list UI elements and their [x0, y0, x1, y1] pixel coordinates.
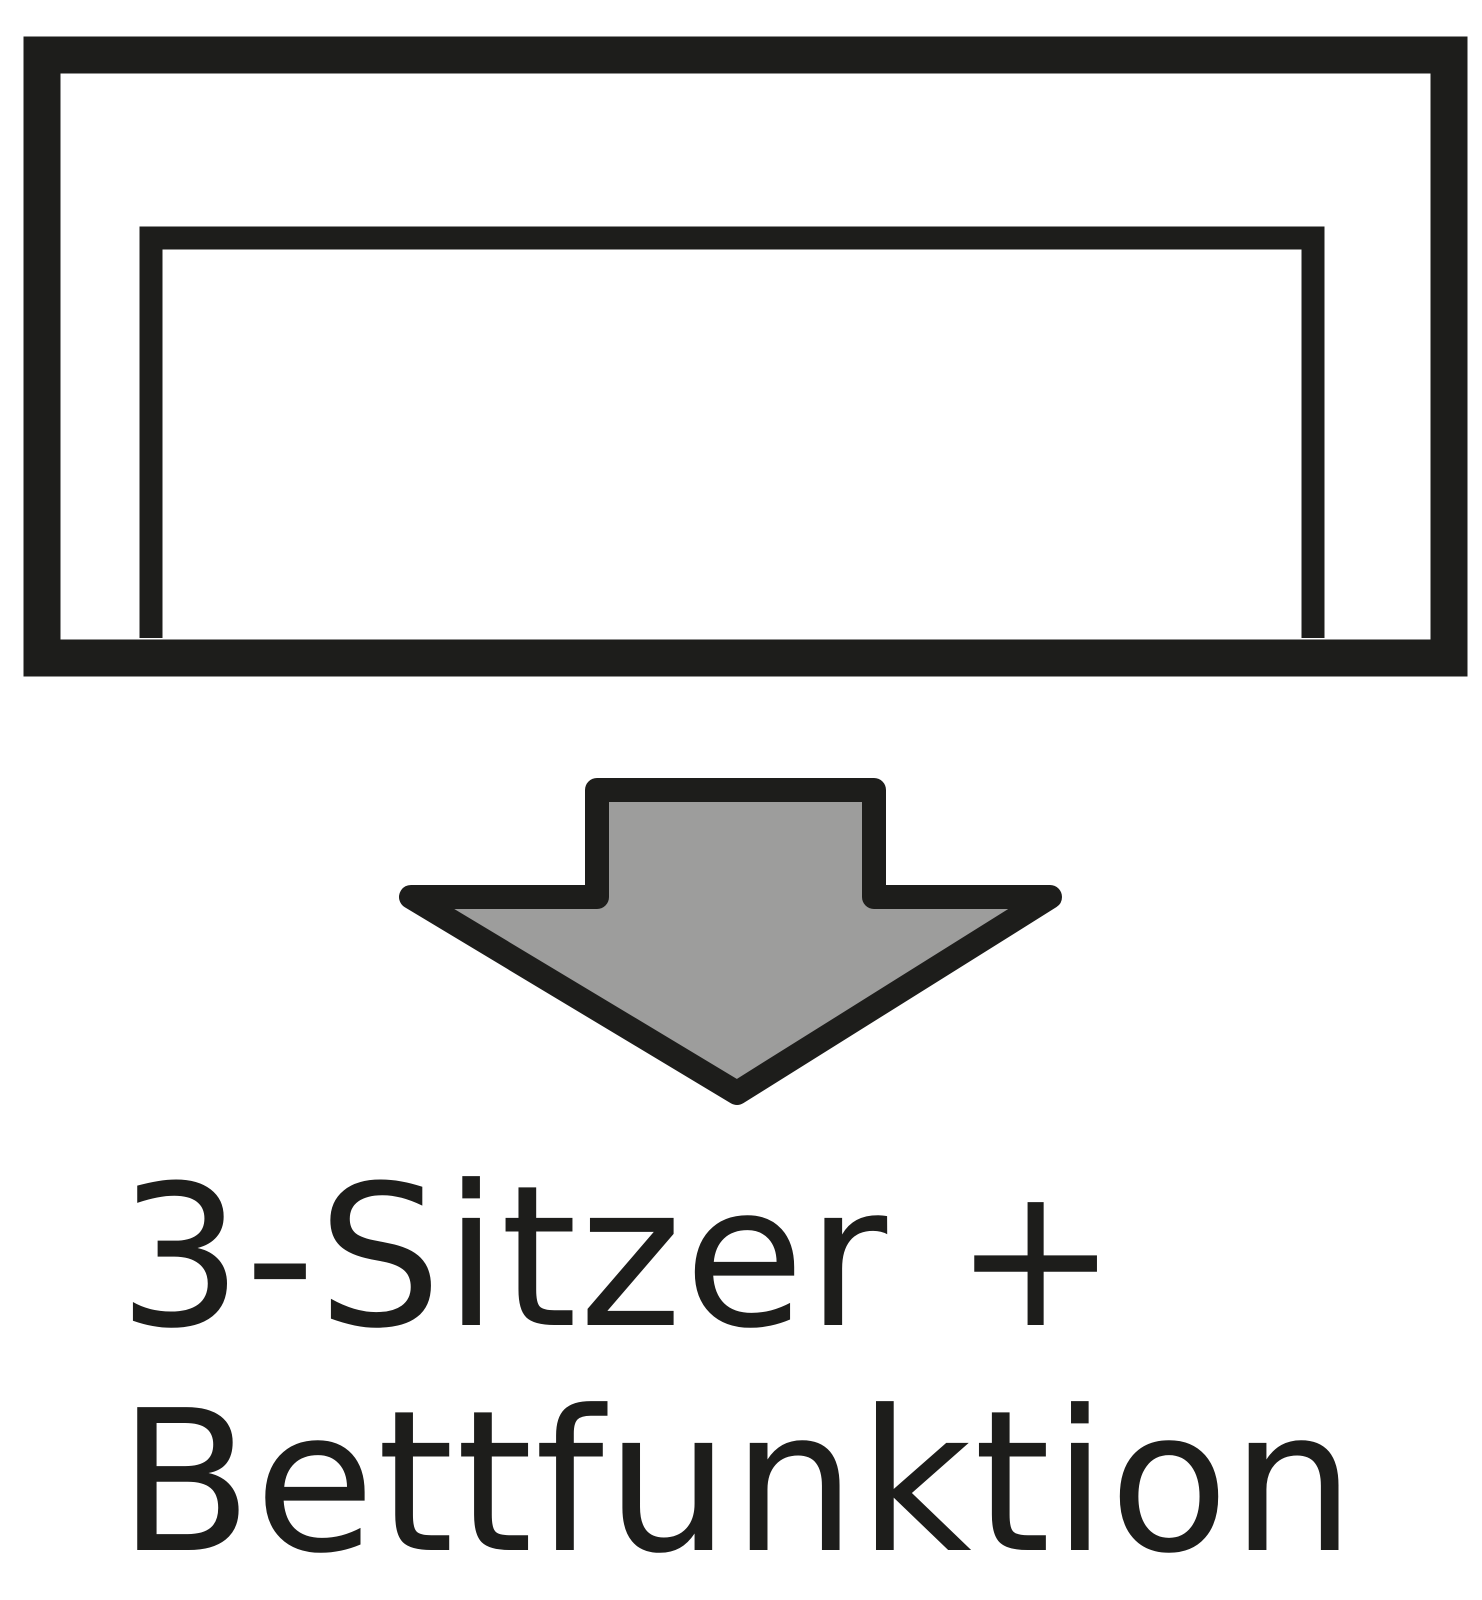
caption-line-2: Bettfunktion — [118, 1369, 1358, 1597]
caption-line-1: 3-Sitzer + — [118, 1144, 1120, 1372]
sofa-outer-frame — [23, 36, 1468, 677]
sofa-top-view-icon — [23, 36, 1468, 677]
sofa-seat-outline — [139, 226, 1325, 638]
arrow-down-icon — [399, 778, 1062, 1105]
